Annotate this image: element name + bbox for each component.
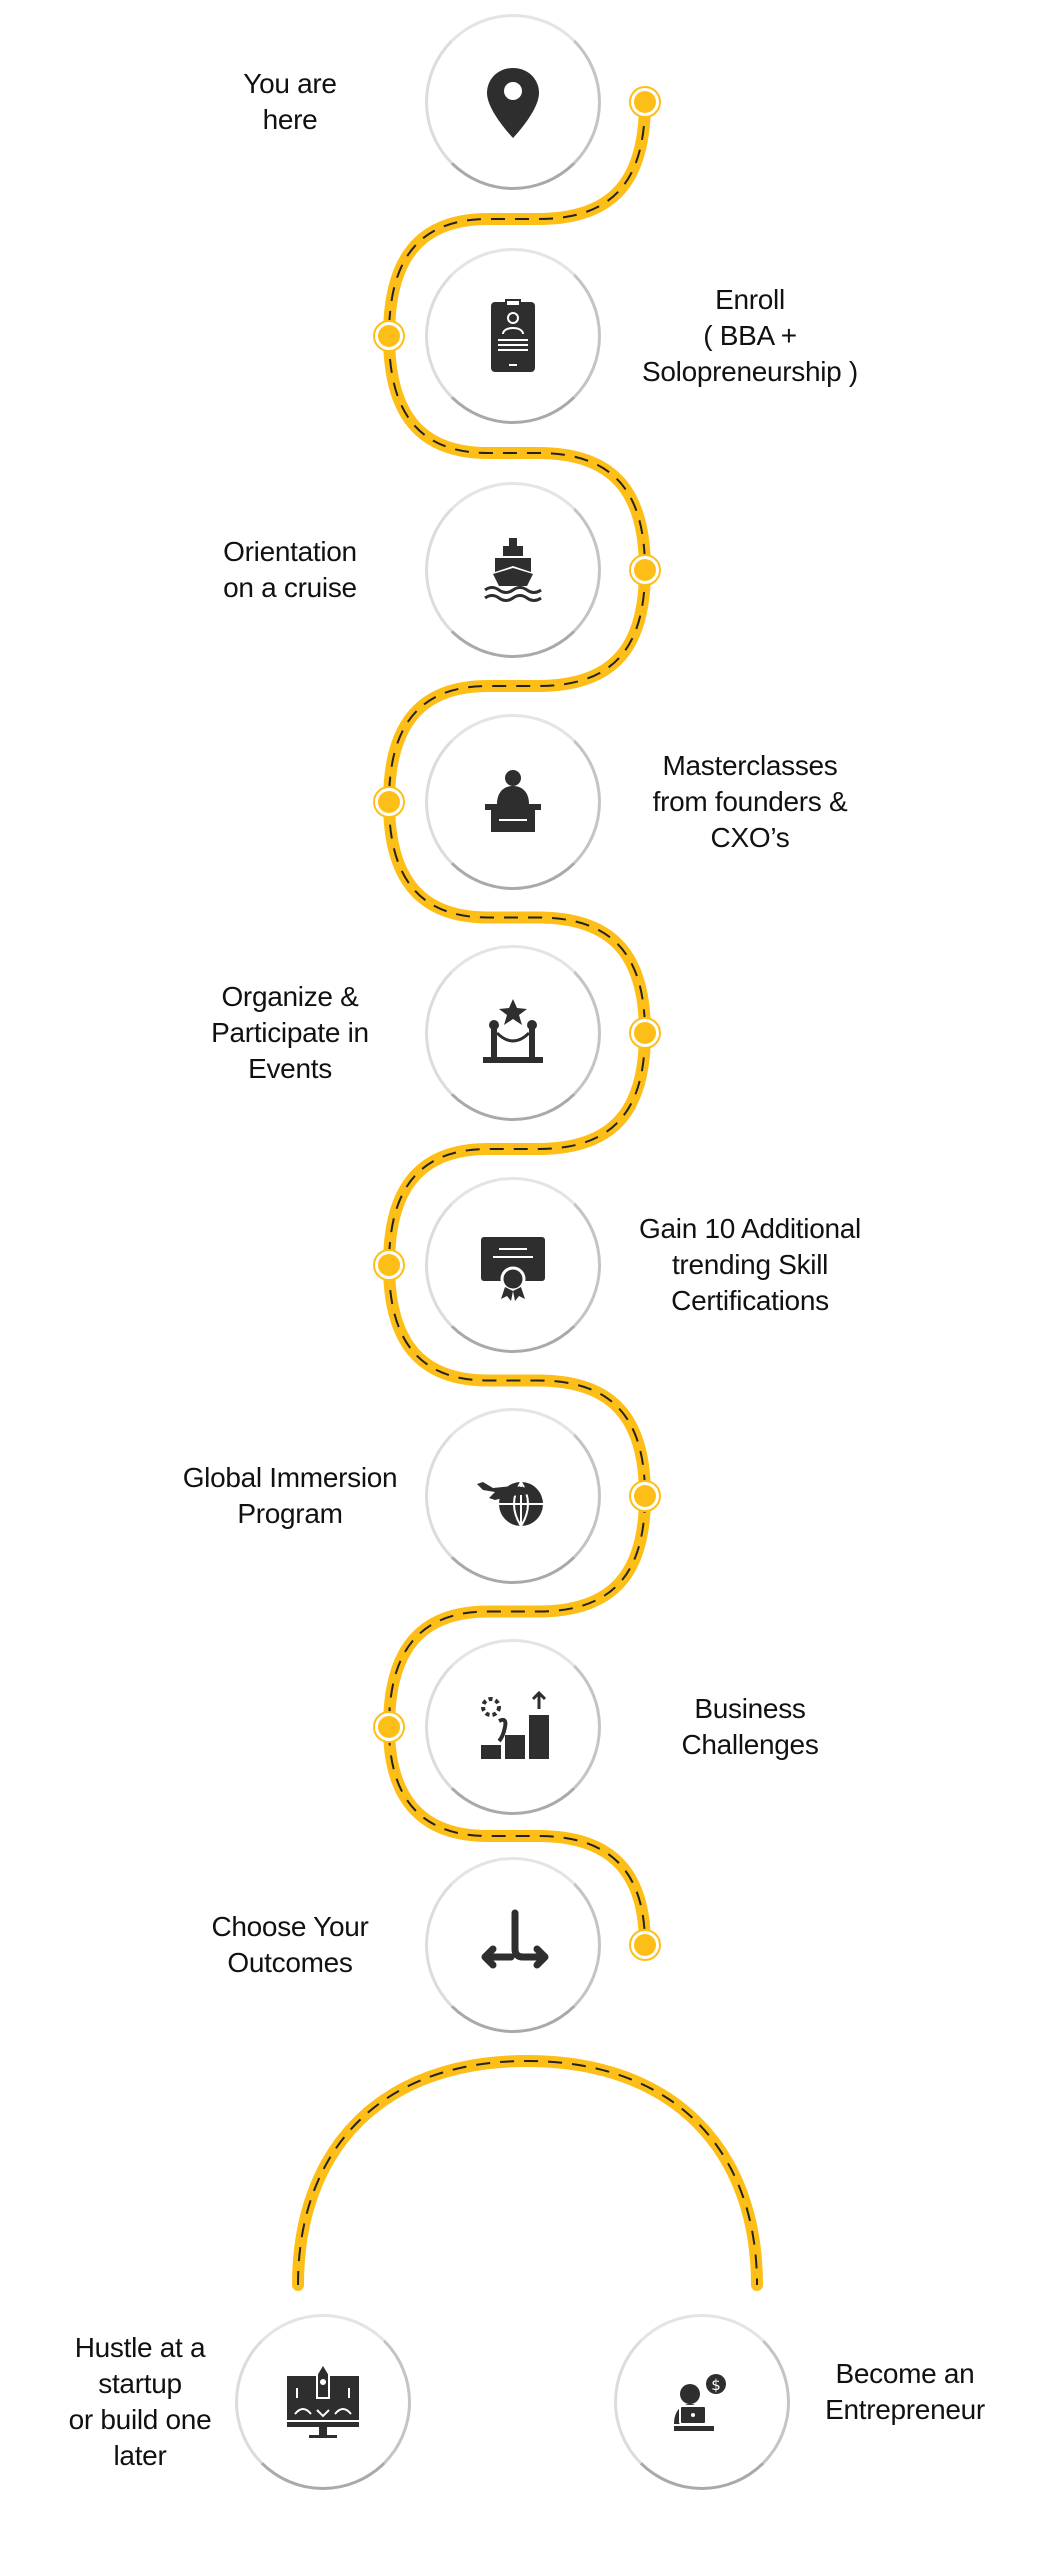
milestone-dot-fill [634, 1934, 656, 1956]
milestone-dot-fill [378, 791, 400, 813]
outcome-arc-dashes [297, 2059, 758, 2286]
journey-path-dashes [387, 101, 647, 1946]
step-node [425, 1408, 601, 1584]
step-label: Business Challenges [681, 1693, 819, 1760]
step-node [425, 714, 601, 890]
milestone-dot-fill [634, 91, 656, 113]
speaker-podium-icon [485, 770, 541, 832]
step-label: Organize & Participate in Events [211, 981, 369, 1084]
step-label: Masterclasses from founders & CXO’s [652, 750, 848, 853]
ship-icon [484, 538, 542, 602]
location-pin-icon [487, 68, 539, 138]
step-label: Gain 10 Additional trending Skill Certif… [639, 1213, 861, 1316]
step-label: Orientation on a cruise [223, 536, 357, 603]
id-card-icon [491, 299, 535, 372]
step-label: Enroll ( BBA + Solopreneurship ) [642, 284, 858, 387]
business-challenge-icon [481, 1690, 549, 1759]
step-node [425, 1639, 601, 1815]
outcome-label-entrepreneur: Become an Entrepreneur [825, 2358, 985, 2425]
step-node [425, 945, 601, 1121]
split-arrows-icon [481, 1909, 549, 1969]
svg-text:$: $ [711, 2376, 721, 2394]
step-node [425, 248, 601, 424]
step-label: Choose Your Outcomes [211, 1911, 369, 1978]
entrepreneur-laptop-icon: $ [674, 2374, 726, 2431]
outcome-arc [292, 2054, 763, 2291]
outcome-label-startup: Hustle at a startup or build one later [68, 2332, 212, 2471]
step-node [425, 1177, 601, 1353]
plane-globe-icon [477, 1481, 543, 1527]
step-label: You are here [243, 68, 337, 135]
milestone-dot-fill [634, 559, 656, 581]
milestone-dot-fill [634, 1485, 656, 1507]
milestone-dot-fill [378, 325, 400, 347]
outcome-node-startup [235, 2314, 411, 2490]
outcome-node-entrepreneur: $ [614, 2314, 790, 2490]
milestone-dot-fill [378, 1716, 400, 1738]
certificate-icon [481, 1237, 545, 1301]
step-node [425, 482, 601, 658]
step-node [425, 14, 601, 190]
step-label: Global Immersion Program [182, 1462, 398, 1529]
milestone-dot-fill [378, 1254, 400, 1276]
step-node [425, 1857, 601, 2033]
rocket-monitor-icon [287, 2362, 359, 2438]
milestone-dot-fill [634, 1022, 656, 1044]
event-stanchion-icon [483, 999, 543, 1063]
